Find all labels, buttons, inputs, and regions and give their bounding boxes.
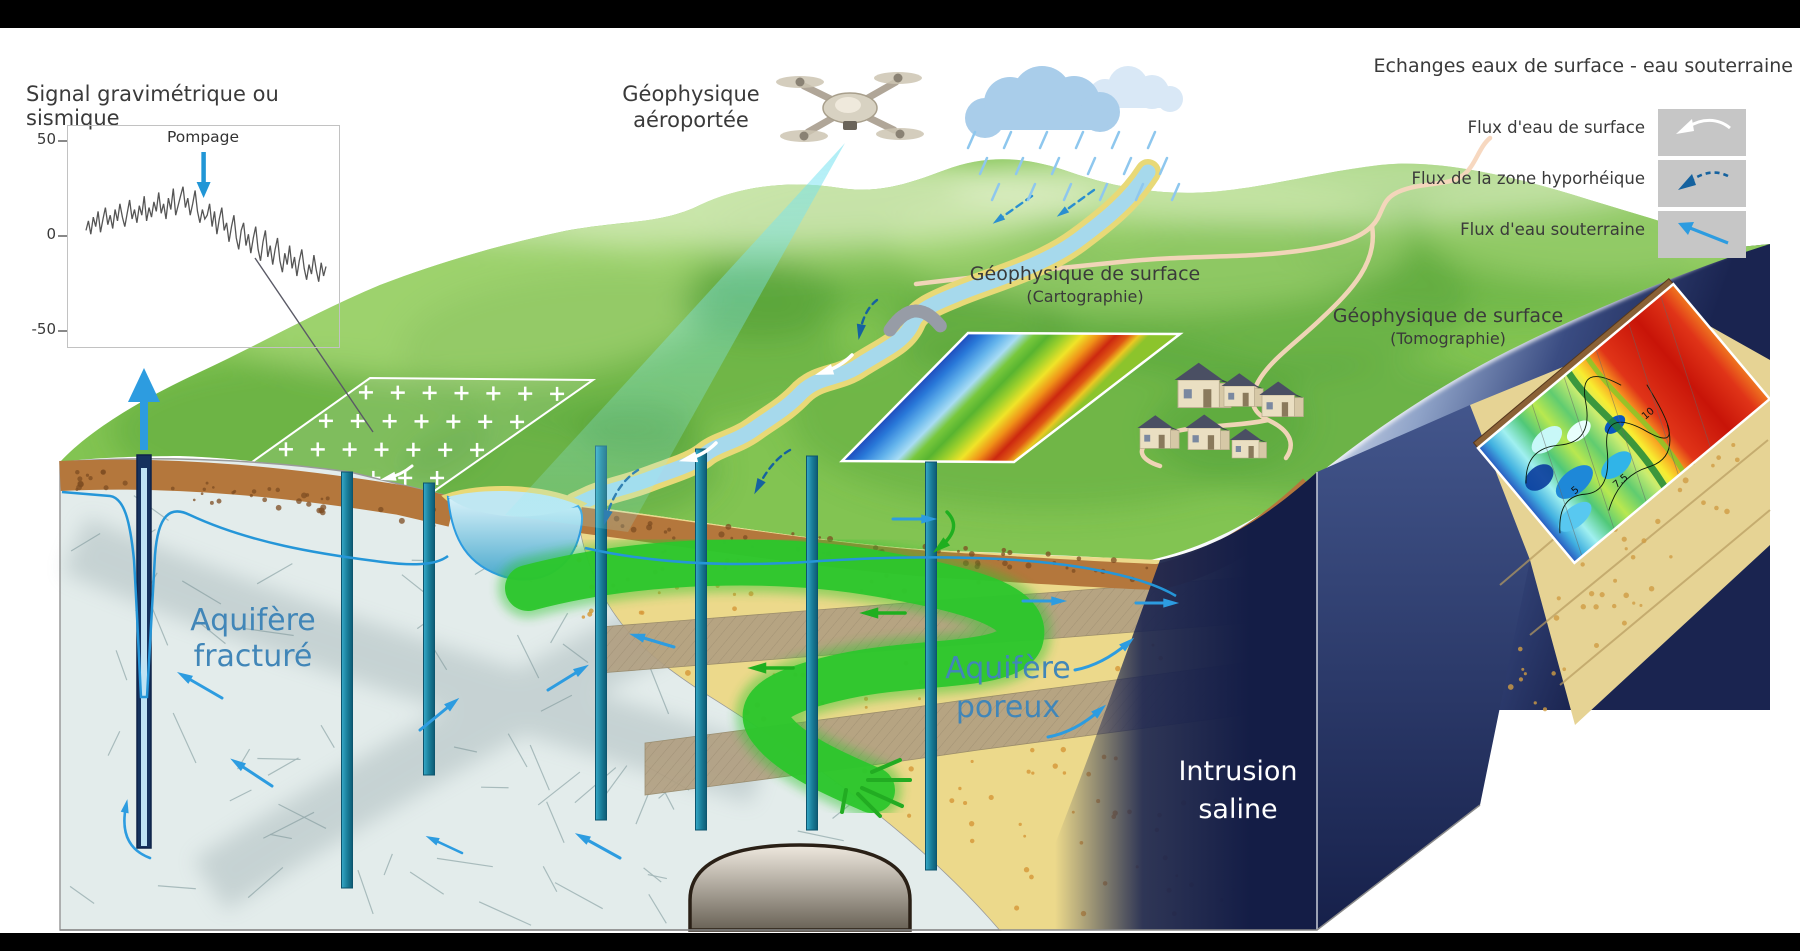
airborne-beam-cone	[505, 143, 845, 532]
bottom-letterbox-bar	[0, 933, 1800, 951]
drone-camera-icon	[843, 121, 857, 130]
tunnel-gallery-icon	[688, 843, 912, 932]
fractured-aquifer-label-line2: fracturé	[193, 639, 313, 674]
svg-text:5: 5	[1570, 485, 1582, 498]
tomography-label-line1: Géophysique de surface	[1332, 305, 1564, 327]
saline-intrusion-label-line1: Intrusion	[1178, 756, 1298, 787]
y-tickmark	[58, 235, 67, 237]
house-icon	[1259, 381, 1304, 417]
house-icon	[1137, 415, 1180, 449]
legend-label-hyporheic-flow: Flux de la zone hyporhéique	[1411, 169, 1645, 188]
chart-plot	[67, 125, 340, 348]
tomography-label-line2: (Tomographie)	[1390, 329, 1506, 348]
chart-title: Signal gravimétrique ou sismique	[26, 82, 279, 131]
ert-survey-lines	[1531, 294, 1712, 557]
signal-polyline	[85, 186, 327, 282]
ert-tomography-section: 5 7.5 10	[1472, 278, 1772, 565]
cartography-label-line1: Géophysique de surface	[969, 263, 1201, 285]
airborne-label-line1: Géophysique	[622, 82, 760, 106]
groundwater-flow-arrow-icon	[1678, 222, 1729, 245]
cartography-label-line2: (Cartographie)	[1026, 287, 1144, 306]
y-tick-0: 0	[46, 225, 56, 243]
plume-fingers	[840, 758, 912, 818]
legend-label-groundwater-flow: Flux d'eau souterraine	[1460, 220, 1645, 239]
village-houses	[1137, 362, 1304, 459]
hyporheic-flow-arrow-icon	[1678, 171, 1729, 190]
y-tickmark	[58, 330, 67, 332]
surface-flow-arrow-icon	[1676, 118, 1731, 134]
legend-title: Echanges eaux de surface - eau souterrai…	[1373, 55, 1793, 77]
saline-intrusion-label-line2: saline	[1198, 794, 1278, 825]
chart-leader-line	[254, 257, 374, 433]
airborne-label-line2: aéroportée	[633, 108, 749, 132]
top-letterbox-bar	[0, 0, 1800, 28]
block-base-edge	[60, 804, 1481, 931]
legend-swatch-groundwater-flow	[1658, 211, 1746, 258]
porous-aquifer-label-line1: Aquifère	[945, 651, 1071, 686]
legend-swatch-surface-flow	[1658, 109, 1746, 156]
drone-icon	[776, 72, 924, 142]
saline-intrusion-face	[1020, 472, 1317, 930]
fractured-aquifer-label-line1: Aquifère	[190, 603, 316, 638]
boreholes	[341, 445, 937, 889]
house-icon	[1229, 428, 1267, 459]
pompage-arrow-icon	[196, 152, 211, 198]
legend-swatch-hyporheic-flow	[1658, 160, 1746, 207]
water-table-line	[61, 490, 1177, 699]
cartography-heatmap-overlay	[839, 331, 1184, 464]
y-tick-neg50: -50	[31, 320, 57, 338]
flow-arrows	[120, 188, 1180, 860]
y-tickmark	[58, 140, 67, 142]
house-icon	[1185, 414, 1230, 450]
river	[563, 159, 1161, 518]
pompage-label: Pompage	[166, 128, 240, 146]
stone-bridge-icon	[883, 304, 949, 337]
porous-aquifer-label-line2: poreux	[955, 690, 1061, 725]
legend-label-surface-flow: Flux d'eau de surface	[1467, 118, 1645, 137]
rain-streaks	[966, 130, 1181, 202]
block-side-face	[1317, 405, 1530, 930]
house-icon	[1221, 373, 1264, 407]
pumping-well	[128, 368, 160, 849]
river-water	[568, 164, 1156, 513]
ert-contour-lines	[1525, 376, 1671, 534]
y-tick-50: 50	[36, 130, 56, 148]
rain-cloud-icon	[965, 66, 1183, 138]
